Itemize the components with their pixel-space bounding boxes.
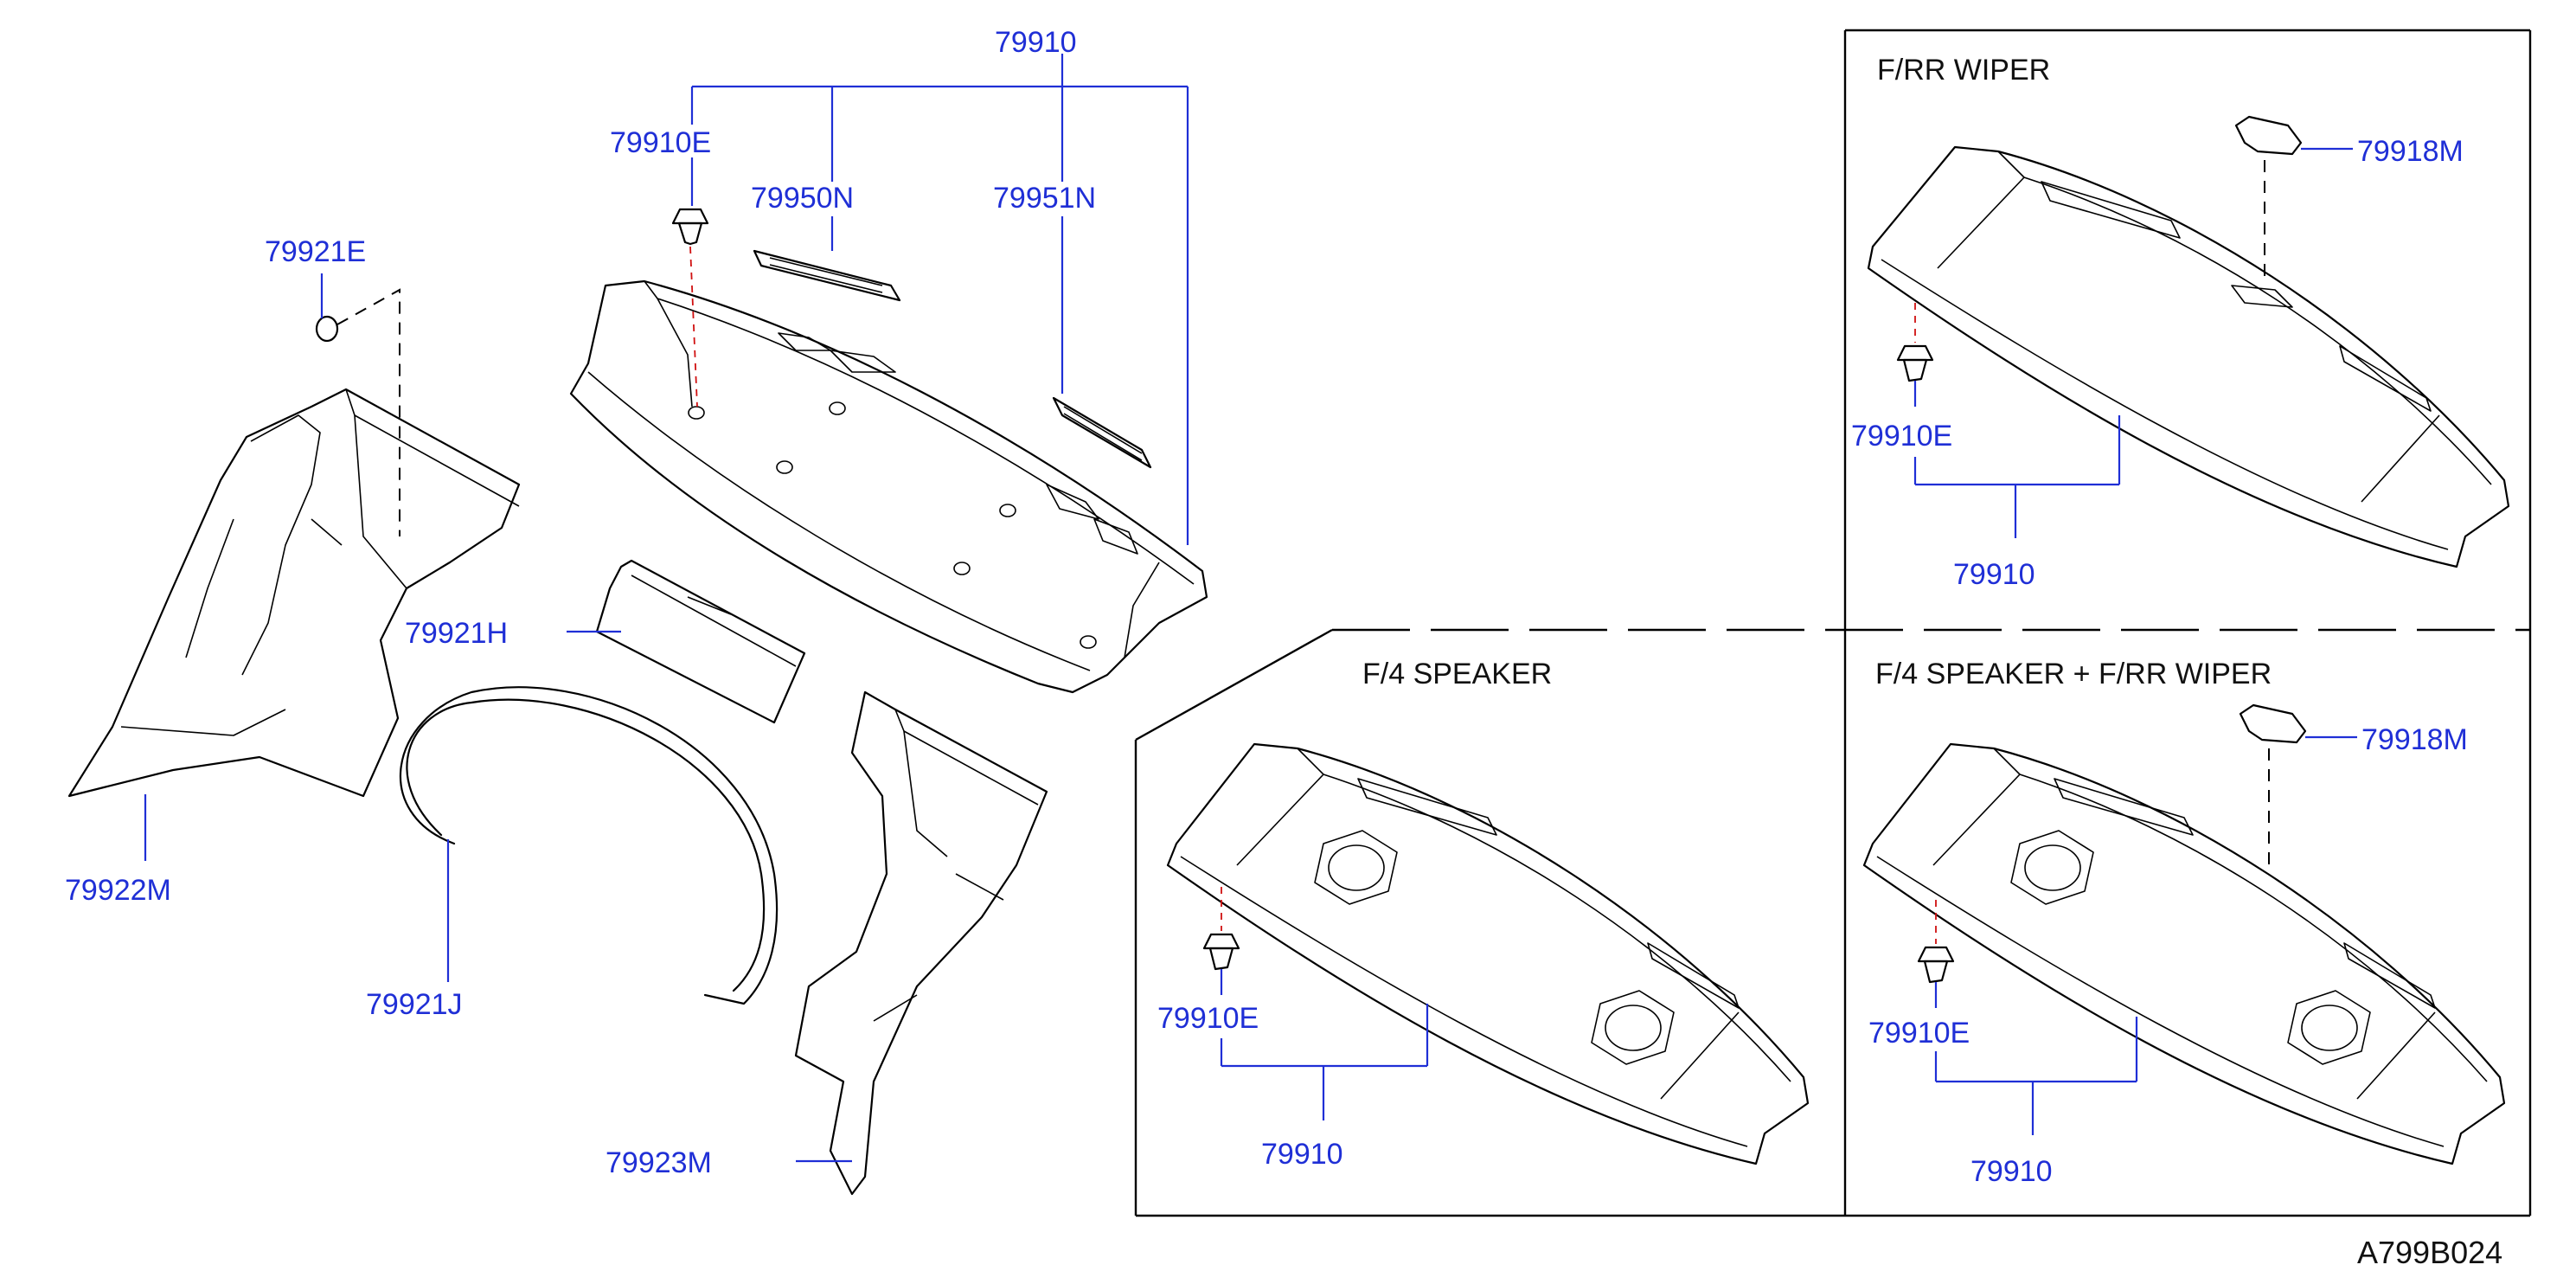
shelf-inset-wiper xyxy=(1867,145,2510,568)
callout-inset-speaker-wiper xyxy=(1934,1017,2138,1135)
callout-inset-wiper xyxy=(1913,415,2121,538)
label-79921H[interactable]: 79921H xyxy=(405,617,508,650)
caption-speaker-wiper: F/4 SPEAKER + F/RR WIPER xyxy=(1875,658,2272,690)
trim-79922M xyxy=(67,388,521,798)
label-79921E[interactable]: 79921E xyxy=(265,235,366,268)
inset-frames xyxy=(1134,29,2532,1217)
seal-79921J xyxy=(399,686,779,1005)
label-79910E-speaker-wiper[interactable]: 79910E xyxy=(1868,1017,1970,1050)
vent-79951N xyxy=(1052,396,1152,469)
label-79918M-speaker-wiper[interactable]: 79918M xyxy=(2361,723,2468,756)
clip-inset-wiper xyxy=(1896,303,1934,407)
label-79923M[interactable]: 79923M xyxy=(606,1146,712,1179)
callout-tree-79910 xyxy=(690,54,1189,545)
label-79910-speaker[interactable]: 79910 xyxy=(1261,1138,1343,1171)
label-79910E-wiper[interactable]: 79910E xyxy=(1851,420,1952,453)
label-79910-wiper[interactable]: 79910 xyxy=(1953,558,2035,591)
label-79910E-speaker[interactable]: 79910E xyxy=(1157,1002,1259,1035)
callout-inset-speaker xyxy=(1220,1004,1429,1120)
bracket-79921H xyxy=(567,559,806,724)
cap-79918M-a xyxy=(2234,115,2353,277)
label-79910-speaker-wiper[interactable]: 79910 xyxy=(1970,1155,2053,1188)
cap-79918M-b xyxy=(2239,703,2357,870)
label-79950N[interactable]: 79950N xyxy=(751,182,854,215)
vent-79950N xyxy=(753,249,901,302)
label-79922M[interactable]: 79922M xyxy=(65,874,171,907)
clip-79921E xyxy=(315,273,400,536)
shelf-inset-speaker-wiper xyxy=(1862,742,2506,1165)
trim-79923M xyxy=(794,690,1048,1196)
caption-speaker: F/4 SPEAKER xyxy=(1362,658,1552,690)
drawing-code: A799B024 xyxy=(2357,1235,2502,1270)
parcel-shelf-main xyxy=(569,279,1208,694)
clip-79910E xyxy=(671,208,709,408)
label-79910E-main[interactable]: 79910E xyxy=(610,126,711,159)
caption-wiper: F/RR WIPER xyxy=(1877,54,2050,87)
clip-inset-speaker-wiper xyxy=(1917,900,1955,1008)
clip-inset-speaker xyxy=(1202,887,1240,995)
shelf-inset-speaker xyxy=(1166,742,1810,1165)
label-79951N[interactable]: 79951N xyxy=(993,182,1096,215)
label-79921J[interactable]: 79921J xyxy=(366,988,463,1021)
label-79918M-wiper[interactable]: 79918M xyxy=(2357,135,2464,168)
label-79910-main[interactable]: 79910 xyxy=(995,26,1077,59)
